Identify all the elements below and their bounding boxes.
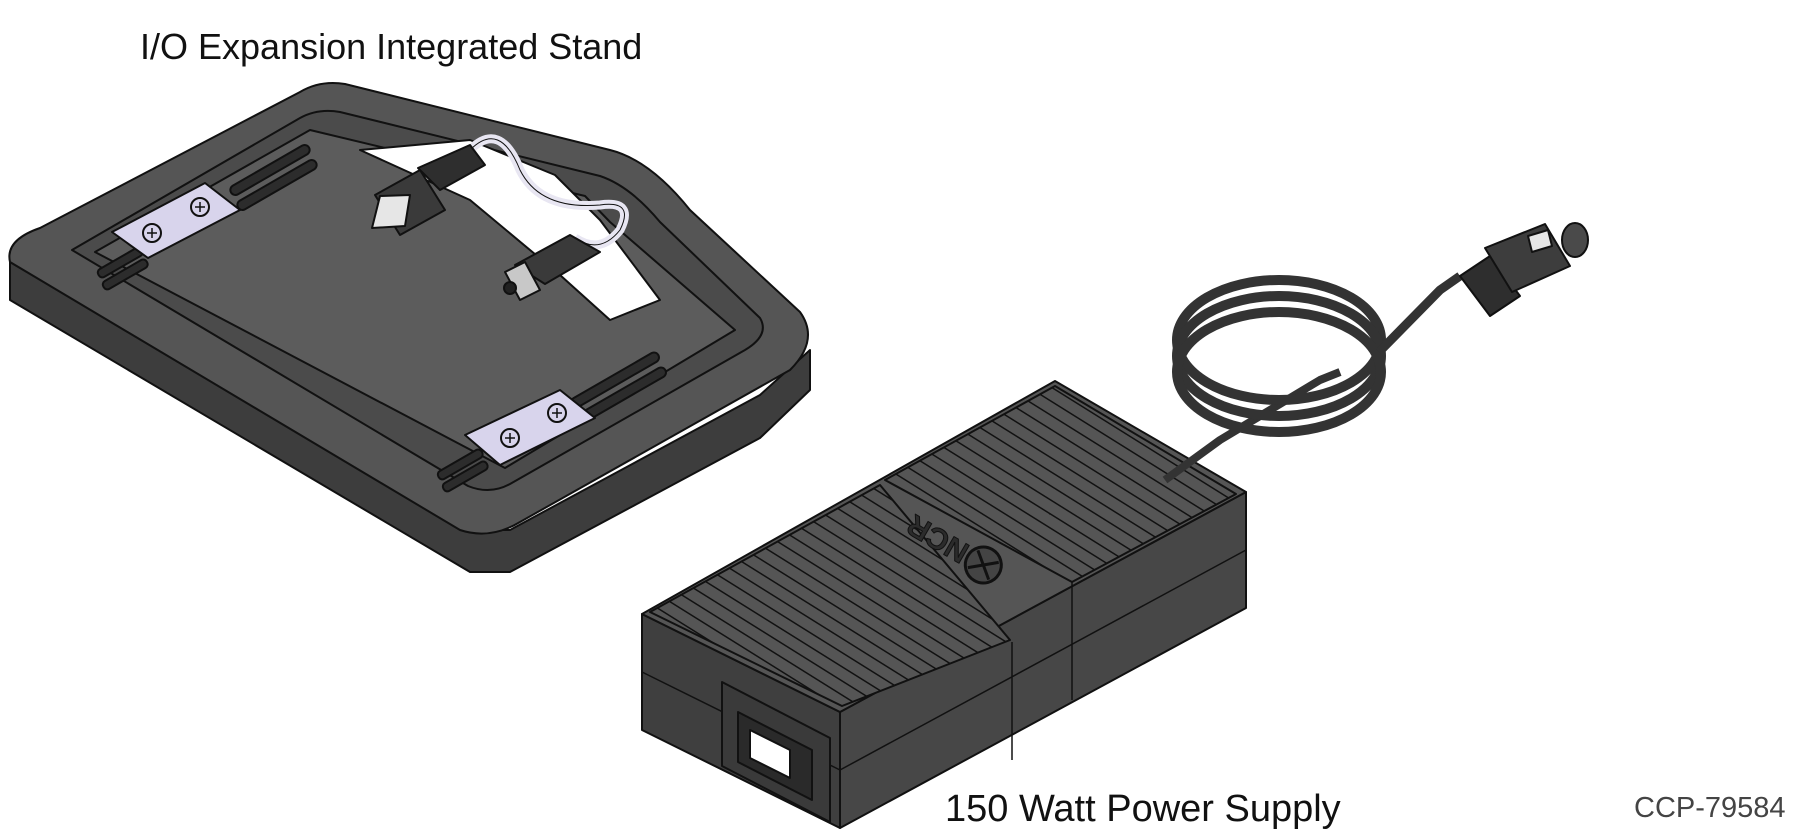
stand-label: I/O Expansion Integrated Stand bbox=[140, 26, 643, 67]
io-expansion-stand bbox=[8, 82, 811, 573]
ac-inlet bbox=[721, 681, 831, 823]
psu-cable-coil bbox=[1172, 275, 1386, 437]
psu-rib-panel-1 bbox=[649, 484, 1011, 707]
usb-connector bbox=[371, 144, 486, 236]
mounting-plate-left bbox=[111, 182, 241, 259]
stand-cutout bbox=[359, 139, 661, 321]
psu-rib-panel-2 bbox=[884, 385, 1237, 583]
psu-dc-cable bbox=[1162, 368, 1342, 484]
psu-dc-plug bbox=[1459, 222, 1589, 317]
power-supply-label: 150 Watt Power Supply bbox=[945, 788, 1341, 830]
power-supply-unit: NCR bbox=[641, 222, 1589, 829]
mounting-plate-right bbox=[464, 389, 596, 466]
stand-slots bbox=[96, 144, 667, 493]
figure-id-label: CCP-79584 bbox=[1634, 792, 1786, 824]
dc-barrel-connector bbox=[503, 234, 601, 301]
